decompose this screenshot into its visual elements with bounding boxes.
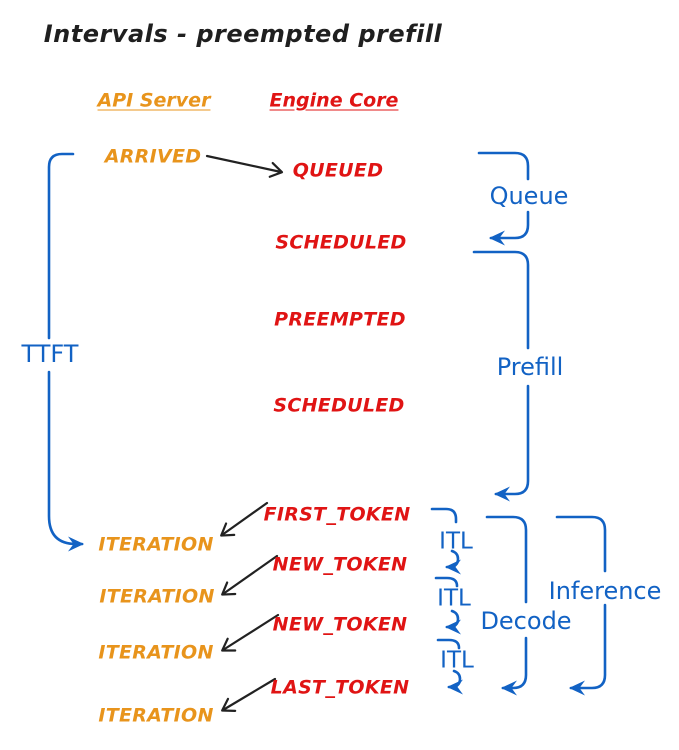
event-last-token: LAST_TOKEN [270, 676, 410, 699]
decode-arrow [501, 636, 528, 696]
event-first-token: FIRST_TOKEN [263, 503, 411, 526]
interval-prefill-label: Prefill [496, 353, 564, 381]
prefill-bracket-top [472, 250, 530, 350]
decode-bracket-top [485, 515, 528, 604]
ttft-bracket-top [47, 152, 75, 340]
interval-queue-label: Queue [489, 182, 569, 210]
api-server-header: API Server [97, 89, 211, 112]
queue-bracket-top [477, 151, 530, 181]
itl-3-arrow [447, 669, 463, 695]
arrow-arrived-to-queued [205, 154, 284, 178]
interval-itl-1-label: ITL [439, 528, 473, 555]
itl-2-arrow [445, 609, 461, 635]
event-queued: QUEUED [292, 159, 384, 182]
prefill-arrow [494, 384, 530, 502]
event-iteration-3: ITERATION [98, 641, 214, 664]
arrow-first-token-to-iteration-1 [220, 501, 269, 537]
itl-2-bracket-top [434, 576, 459, 588]
ttft-arrow [47, 370, 84, 552]
event-scheduled-2: SCHEDULED [273, 394, 405, 417]
interval-ttft-label: TTFT [21, 340, 79, 368]
event-iteration-1: ITERATION [98, 533, 214, 556]
event-preempted: PREEMPTED [274, 308, 406, 331]
itl-1-bracket-top [430, 507, 458, 524]
event-new-token-2: NEW_TOKEN [272, 613, 408, 636]
event-new-token-1: NEW_TOKEN [272, 553, 408, 576]
itl-1-arrow [445, 549, 461, 575]
queue-arrow [489, 210, 530, 246]
event-iteration-2: ITERATION [99, 585, 215, 608]
interval-inference-label: Inference [548, 577, 662, 605]
inference-bracket-top [555, 515, 607, 573]
arrow-new-token-2-to-iteration-3 [221, 613, 280, 652]
engine-core-header: Engine Core [269, 89, 399, 112]
arrow-new-token-1-to-iteration-2 [221, 554, 279, 596]
event-arrived: ARRIVED [104, 145, 202, 168]
inference-arrow [569, 603, 607, 696]
interval-itl-2-label: ITL [437, 585, 471, 612]
event-iteration-4: ITERATION [98, 704, 214, 727]
diagram-title: Intervals - preempted prefill [43, 20, 443, 48]
interval-decode-label: Decode [480, 607, 572, 635]
itl-3-bracket-top [436, 638, 461, 650]
event-scheduled-1: SCHEDULED [275, 231, 407, 254]
interval-itl-3-label: ITL [440, 647, 474, 674]
arrow-last-token-to-iteration-4 [221, 677, 277, 712]
